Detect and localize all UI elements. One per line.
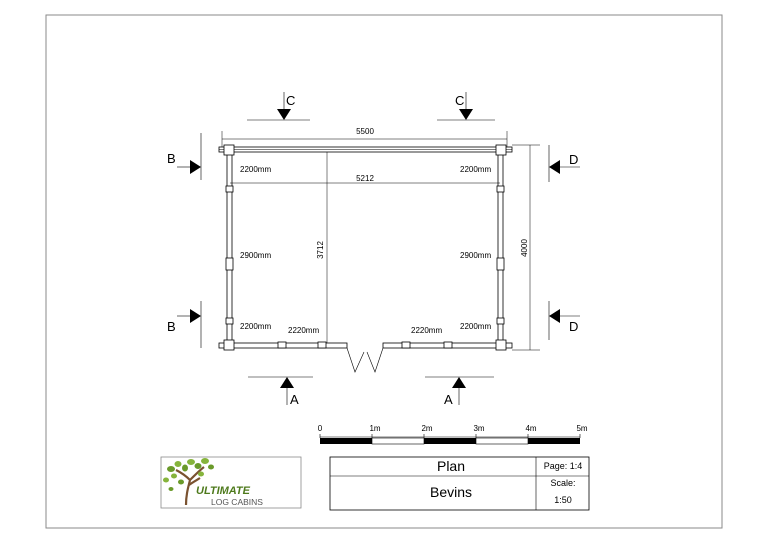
window-marker [317,341,327,349]
section-d-top: D [569,152,578,167]
window-marker [277,341,287,349]
title-page: Page: 1:4 [544,461,583,471]
scale-tick-label: 0 [318,424,323,433]
window-marker [496,257,505,271]
dim-inner-width: 5212 [356,174,374,183]
label-door-window-right: 2220mm [411,326,442,335]
section-arrow-icon [190,160,201,174]
section-b-bottom: B [167,319,176,334]
window-marker [496,185,505,193]
window-marker [443,341,453,349]
label-window-mid-right: 2900mm [460,251,491,260]
section-c-right: C [455,93,464,108]
window-marker [225,257,234,271]
logo-subtitle: LOG CABINS [211,497,263,507]
tree-icon [163,458,214,506]
sheet-frame [45,14,723,529]
section-d-bottom: D [569,319,578,334]
scale-tick-label: 4m [525,424,536,433]
section-arrow-icon [280,377,294,388]
scale-bar: 0 1m 2m 3m 4m 5m [318,424,588,445]
scale-tick-label: 5m [576,424,587,433]
window-marker [496,317,505,325]
floor-plan [218,144,513,373]
section-arrow-icon [549,309,560,323]
corner-post [495,144,507,156]
section-a-left: A [290,392,299,407]
window-marker [225,317,234,325]
label-window-bottom-right: 2200mm [460,322,491,331]
section-arrow-icon [459,109,473,120]
window-marker [401,341,411,349]
dim-overall-width: 5500 [356,127,374,136]
section-markers: C C B B D D A A [167,92,580,407]
section-b-top: B [167,151,176,166]
section-arrow-icon [277,109,291,120]
title-view: Plan [437,458,465,474]
title-block: Plan Bevins Page: 1:4 Scale: 1:50 [329,456,590,511]
label-window-top-left: 2200mm [240,165,271,174]
dim-overall-depth: 4000 [520,239,529,257]
logo-word: ULTIMATE [196,485,251,497]
label-window-bottom-left: 2200mm [240,322,271,331]
window-marker [225,185,234,193]
section-arrow-icon [190,309,201,323]
door-leaf-left [346,347,365,373]
section-c-left: C [286,93,295,108]
corner-post [223,144,235,156]
scale-tick-label: 3m [473,424,484,433]
section-arrow-icon [452,377,466,388]
title-scale-label: Scale: [550,478,575,488]
label-door-window-left: 2220mm [288,326,319,335]
corner-post [495,339,507,351]
title-scale-value: 1:50 [554,495,572,505]
scale-tick-label: 1m [369,424,380,433]
corner-post [223,339,235,351]
dim-inner-depth: 3712 [316,241,325,259]
window-labels: 2200mm 2200mm 2900mm 2900mm 2200mm 2200m… [240,165,491,335]
dimensions: 5500 5212 3712 4000 [221,127,540,351]
label-window-top-right: 2200mm [460,165,491,174]
label-window-mid-left: 2900mm [240,251,271,260]
title-model: Bevins [430,484,472,500]
section-a-right: A [444,392,453,407]
scale-tick-label: 2m [421,424,432,433]
logo: ULTIMATE LOG CABINS [160,456,302,509]
door-leaf-right [366,347,384,373]
section-arrow-icon [549,160,560,174]
